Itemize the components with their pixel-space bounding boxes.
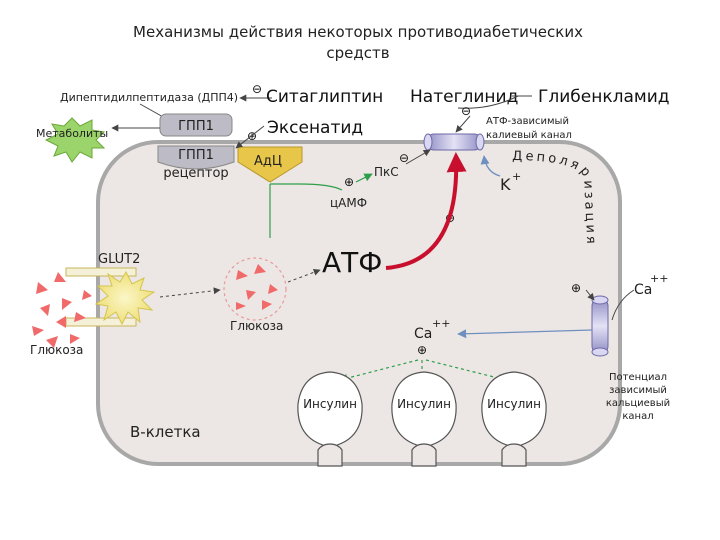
- diagram-title-line1: Механизмы действия некоторых противодиаб…: [133, 23, 583, 41]
- glp1-box: [159, 113, 233, 137]
- drug-binding-bracket: [457, 95, 532, 109]
- katp-channel-label-2: калиевый канал: [486, 130, 572, 141]
- insulin-label-1: Инсулин: [303, 397, 357, 411]
- pkc-to-katp-line: [405, 149, 431, 165]
- insulin-release-arrow-1: [339, 359, 419, 383]
- katp-channel-label-1: АТФ-зависимый: [486, 116, 569, 127]
- atp-inhibits-katp-arrow: [385, 152, 467, 270]
- vgcc-label-2: зависимый: [609, 385, 667, 396]
- insulin-label-3: Инсулин: [487, 397, 541, 411]
- glucose-inside-cluster: [236, 264, 278, 310]
- sitagliptin-minus-sign: ⊖: [252, 82, 262, 96]
- katp-channel: [423, 133, 485, 151]
- voltage-gated-calcium-channel: [591, 295, 609, 357]
- insulin-release-arrow-3: [425, 359, 507, 383]
- insulin-vesicle-2: [391, 371, 457, 467]
- glucose-inside-label: Глюкоза: [230, 319, 283, 333]
- glp1-receptor-label-1: ГПП1: [178, 148, 214, 163]
- ca-outside-sup: ++: [650, 272, 668, 285]
- ca-plus-sign: ⊕: [417, 343, 427, 357]
- glut2-label: GLUT2: [98, 252, 140, 267]
- pkc-minus-sign: ⊖: [399, 151, 409, 165]
- beta-cell-label: В-клетка: [130, 423, 201, 441]
- k-ion-label: K: [500, 175, 511, 194]
- pkc-label: ПкС: [374, 165, 399, 179]
- exenatide-label: Эксенатид: [267, 118, 363, 138]
- adenylate-cyclase-shape: [237, 146, 303, 183]
- glucose-inside-circle: [223, 257, 287, 321]
- camp-plus-sign: ⊕: [344, 175, 354, 189]
- vgcc-label-1: Потенциал: [609, 372, 667, 383]
- sitagliptin-label: Ситаглиптин: [266, 87, 383, 107]
- vgcc-label-3: кальциевый: [606, 398, 670, 409]
- ca-influx-arrow: [611, 289, 635, 321]
- vgcc-plus-sign: ⊕: [571, 281, 581, 295]
- drug-inhibition-minus-sign: ⊖: [461, 104, 471, 118]
- ca-outside-label: Ca: [634, 282, 652, 298]
- atp-label: АТФ: [322, 246, 382, 279]
- glibenclamide-label: Глибенкламид: [538, 87, 670, 107]
- glp1-receptor-label-2: рецептор: [163, 166, 228, 181]
- glucose-entry-arrow: [159, 287, 221, 298]
- insulin-vesicle-3: [481, 371, 547, 467]
- glucose-outside-cluster: [32, 272, 92, 348]
- glp1-label: ГПП1: [178, 119, 214, 134]
- ca-entry-arrow: [457, 329, 593, 339]
- adc-activation-line: [270, 183, 343, 191]
- insulin-vesicle-1: [297, 371, 363, 467]
- metabolites-burst-icon: [44, 117, 106, 163]
- glp1-receptor-shape: [157, 145, 235, 170]
- glucose-outside-label: Глюкоза: [30, 343, 83, 357]
- diagram-title-line2: средств: [326, 44, 389, 62]
- ca-inside-sup: ++: [432, 317, 450, 330]
- k-ion-sup: +: [512, 170, 521, 183]
- nateglinide-label: Натеглинид: [410, 87, 518, 107]
- camp-label: цАМФ: [330, 196, 367, 210]
- camp-to-pkc-arrow: [355, 173, 373, 183]
- adenylate-cyclase-label: АдЦ: [254, 154, 282, 169]
- metabolites-label: Метаболиты: [36, 127, 108, 140]
- k-efflux-arrow: [480, 155, 501, 177]
- depolarization-to-vgcc-arrow: [585, 289, 595, 301]
- dpp4-label: Дипептидилпептидаза (ДПП4): [60, 91, 238, 104]
- drug-to-katp-arrow: [455, 115, 471, 133]
- insulin-label-2: Инсулин: [397, 397, 451, 411]
- exenatide-to-receptor-arrow: [235, 125, 265, 149]
- vgcc-label-4: канал: [622, 411, 653, 422]
- ca-inside-label: Ca: [414, 326, 432, 342]
- glut2-burst-icon: [94, 270, 156, 326]
- dpp4-to-glp1-line: [139, 103, 166, 119]
